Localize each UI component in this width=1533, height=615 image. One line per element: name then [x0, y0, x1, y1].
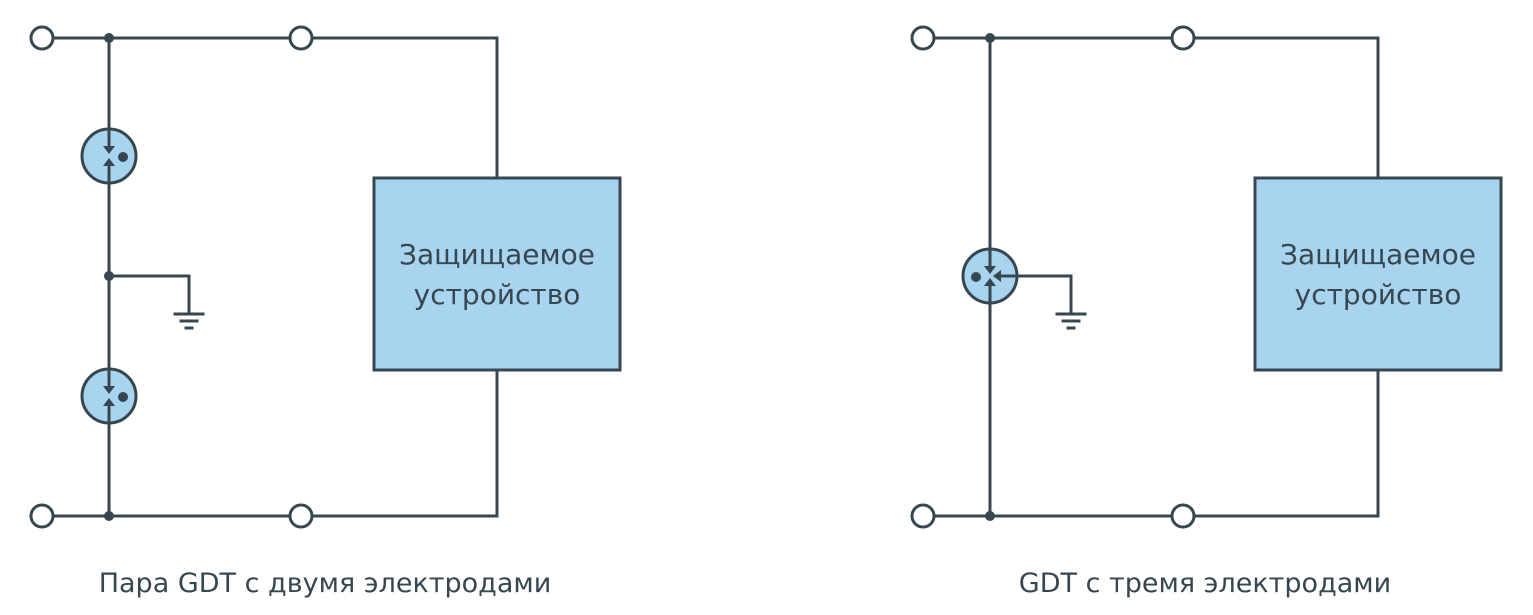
terminal	[288, 503, 314, 529]
terminal	[910, 25, 936, 51]
terminal	[29, 503, 55, 529]
terminal	[1170, 503, 1196, 529]
right-ground-lead	[1015, 274, 1073, 314]
terminal	[910, 503, 936, 529]
terminal	[29, 25, 55, 51]
left-bottom-wire	[52, 368, 499, 518]
protected-device-box: Защищаемое устройство	[372, 176, 622, 372]
gdt-two-electrode	[80, 367, 138, 425]
left-circuit: Защищаемое устройство Пара GDT с двумя э…	[29, 25, 622, 599]
junction	[104, 511, 114, 521]
left-caption: Пара GDT с двумя электродами	[99, 568, 552, 599]
device-label-line2: устройство	[1295, 278, 1462, 311]
terminal	[288, 25, 314, 51]
gdt-three-electrode	[961, 247, 1019, 305]
device-label-line2: устройство	[414, 278, 581, 311]
terminal	[1170, 25, 1196, 51]
right-circuit: Защищаемое устройство GDT с тремя электр…	[910, 25, 1503, 599]
left-ground-lead	[107, 274, 191, 314]
gdt-two-electrode	[80, 127, 138, 185]
ground-symbol	[1055, 312, 1087, 330]
ground-symbol	[173, 312, 205, 330]
device-label-line1: Защищаемое	[1280, 238, 1476, 271]
right-caption: GDT с тремя электродами	[1019, 568, 1391, 599]
junction	[985, 511, 995, 521]
junction	[985, 33, 995, 43]
junction	[104, 271, 114, 281]
device-label-line1: Защищаемое	[399, 238, 595, 271]
left-top-wire	[52, 36, 499, 180]
protected-device-box: Защищаемое устройство	[1253, 176, 1503, 372]
right-top-wire	[933, 36, 1380, 180]
junction	[104, 33, 114, 43]
right-bottom-wire	[933, 368, 1380, 518]
